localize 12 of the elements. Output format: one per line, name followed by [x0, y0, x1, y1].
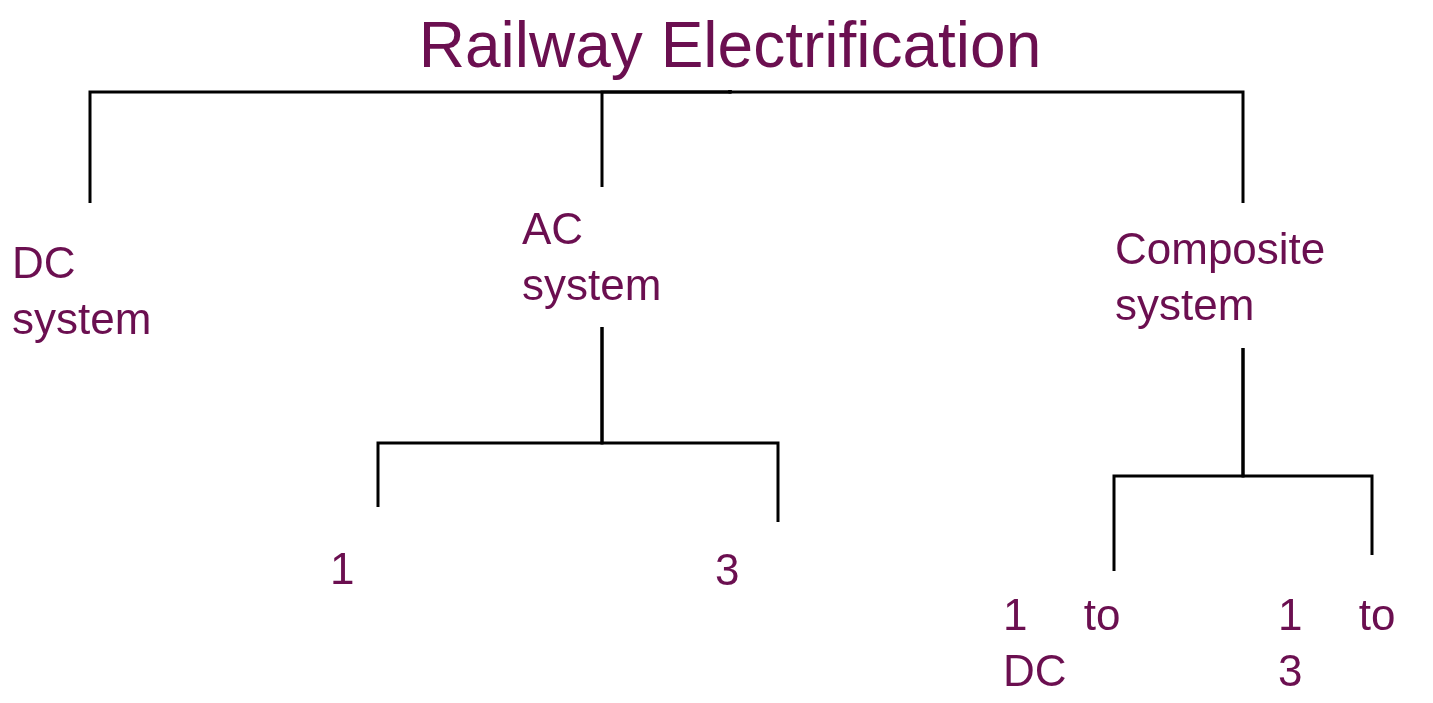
- node-label: 1 to 3: [1278, 589, 1397, 697]
- node-label: 1 to DC: [1003, 589, 1122, 697]
- node-label: AC system: [522, 203, 663, 311]
- connector-line: [600, 327, 780, 522]
- node-label: DC system: [12, 237, 153, 345]
- node-label: Composite system: [1115, 223, 1327, 331]
- connector-line: [600, 89, 732, 187]
- node-label: 1: [330, 543, 356, 595]
- root-node-label: Railway Electrification: [417, 8, 1043, 83]
- connector-line: [728, 88, 1245, 203]
- connector-line: [1241, 348, 1374, 555]
- node-label: 3: [715, 544, 741, 596]
